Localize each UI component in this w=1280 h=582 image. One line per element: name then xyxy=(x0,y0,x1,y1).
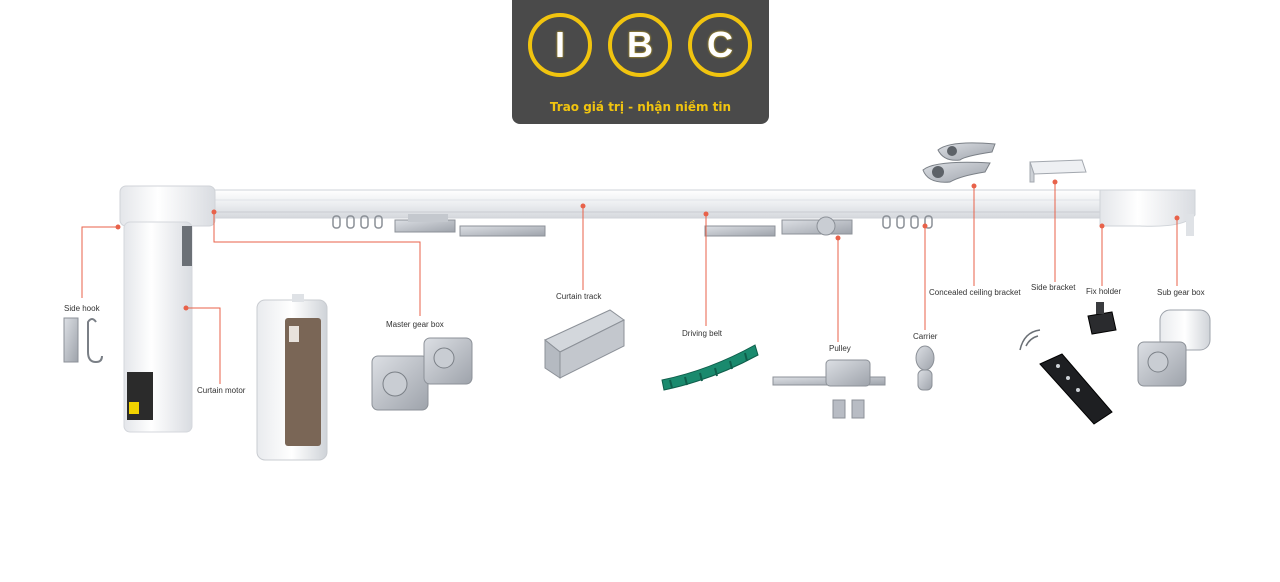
label-fix-holder: Fix holder xyxy=(1086,287,1122,296)
master-carrier-left xyxy=(394,214,546,237)
runners-left xyxy=(332,215,383,229)
logo-letter-i: I xyxy=(528,13,592,77)
label-side-hook: Side hook xyxy=(64,304,100,313)
leader-lines xyxy=(81,182,1178,384)
side-hook-image xyxy=(63,317,103,364)
pulley-image xyxy=(772,359,886,419)
label-sub-gear-box: Sub gear box xyxy=(1157,288,1205,297)
label-side-bracket: Side bracket xyxy=(1031,283,1076,292)
label-pulley: Pulley xyxy=(829,344,851,353)
driving-belt-image xyxy=(661,344,759,391)
curtain-track-rail xyxy=(204,189,1106,219)
master-gear-box-image xyxy=(371,337,473,411)
runners-right xyxy=(882,215,933,229)
curtain-motor-image xyxy=(119,185,216,433)
power-supply-image xyxy=(256,294,328,461)
sub-gear-box-end xyxy=(1099,189,1196,236)
sub-gear-box-image xyxy=(1137,309,1211,387)
concealed-ceiling-bracket-image xyxy=(922,142,996,183)
fix-holder-image xyxy=(1087,302,1117,335)
label-driving-belt: Driving belt xyxy=(682,329,723,338)
logo-letter-b: B xyxy=(608,13,672,77)
label-curtain-motor: Curtain motor xyxy=(197,386,246,395)
label-curtain-track: Curtain track xyxy=(556,292,602,301)
brand-logo: I B C Trao giá trị - nhận niềm tin xyxy=(512,0,769,124)
logo-tagline: Trao giá trị - nhận niềm tin xyxy=(549,100,732,114)
master-carrier-right xyxy=(704,216,853,237)
side-bracket-image xyxy=(1029,159,1087,183)
track-profile-image xyxy=(544,309,625,379)
leader-dots xyxy=(115,179,1180,311)
logo-letter-c: C xyxy=(688,13,752,77)
carrier-image xyxy=(915,345,935,391)
label-concealed-ceiling-bracket: Concealed ceiling bracket xyxy=(929,288,1021,297)
label-master-gear-box: Master gear box xyxy=(386,320,444,329)
label-carrier: Carrier xyxy=(913,332,938,341)
remote-control-image xyxy=(1019,329,1113,425)
